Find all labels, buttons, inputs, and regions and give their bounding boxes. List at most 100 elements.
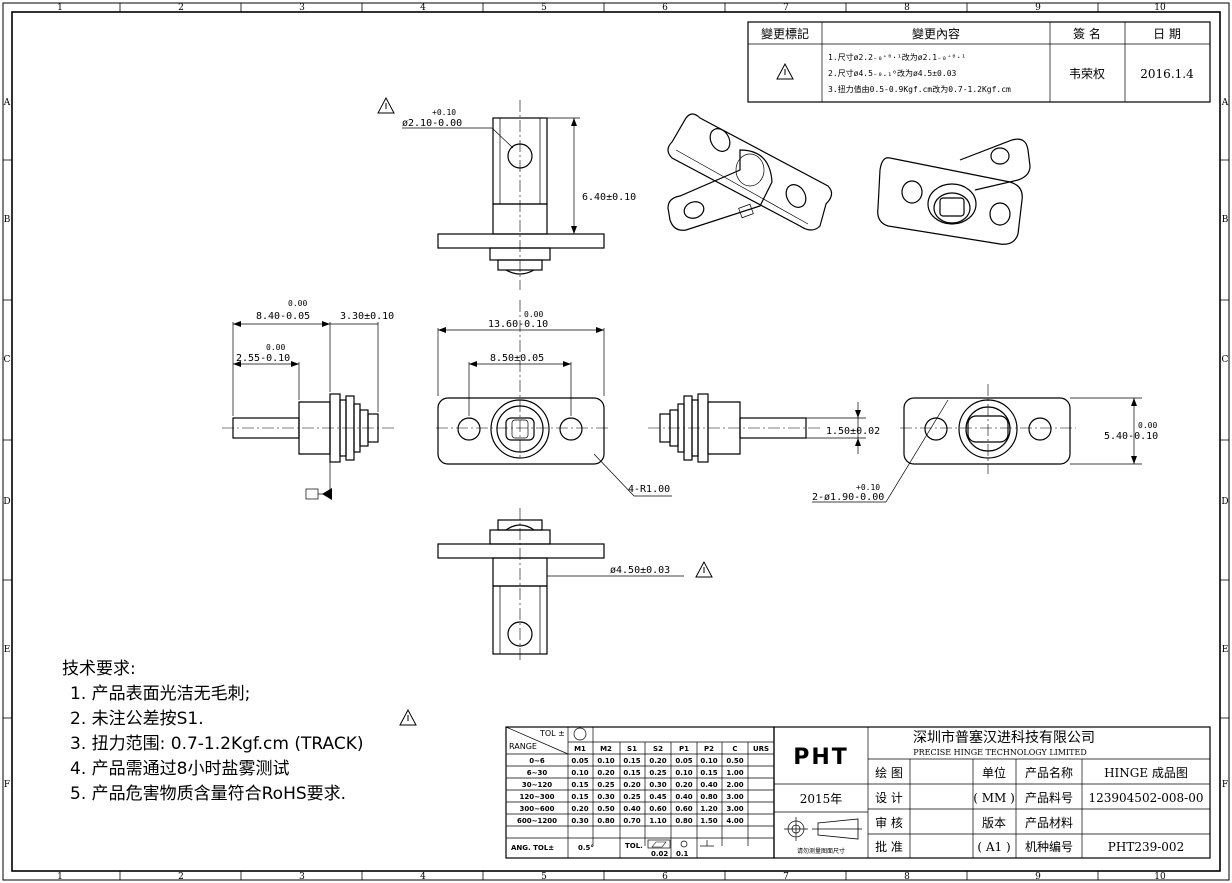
tol-cell: 1.10: [649, 817, 666, 825]
view-front: 0.00 13.60-0.10 8.50±0.05 4-R1.00: [436, 300, 672, 497]
tol-range: 600~1200: [517, 817, 557, 825]
tol-cell: 0.45: [649, 793, 666, 801]
zone-col-label: 2: [178, 3, 184, 13]
zone-row-label: B: [4, 215, 11, 225]
tol-cell: 0.25: [597, 781, 614, 789]
tol-cell: 0.15: [571, 793, 588, 801]
tol-header: C: [732, 745, 737, 753]
zone-row-label: E: [4, 645, 11, 655]
dim-8-40-tol: 0.00: [288, 299, 307, 308]
position-icon: [680, 840, 688, 848]
tol-range: 120~300: [519, 793, 554, 801]
label-version: 版本: [982, 816, 1006, 830]
dim-2-d1-90: 2-ø1.90-0.00: [812, 492, 884, 503]
zone-col-label: 1: [57, 3, 63, 13]
tol-corner-bottom: RANGE: [509, 742, 537, 751]
requirement-item: 1. 产品表面光洁无毛刺;: [70, 684, 250, 704]
label-product-name: 产品名称: [1025, 765, 1073, 780]
unit-value: ( MM ): [973, 791, 1015, 805]
tol-cell: 0.05: [571, 757, 588, 765]
dim-5-40-tol: 0.00: [1138, 421, 1157, 430]
title-block: PHT 2015年 请勿测量图面尺寸 深圳市普塞汉进科技有限公司 PRECISE…: [773, 726, 1211, 859]
dim-3-30: 3.30±0.10: [340, 311, 394, 322]
zone-col-label: 3: [299, 3, 305, 13]
tol-header: M2: [600, 745, 612, 753]
dim-4-r1-00: 4-R1.00: [628, 484, 670, 495]
label-draw: 绘 图: [875, 765, 903, 780]
dim-8-40: 8.40-0.05: [256, 311, 310, 322]
tol-cell: 0.40: [700, 781, 717, 789]
zone-row-label: F: [1222, 780, 1228, 790]
revision-triangle-icon: [776, 62, 794, 80]
tol-cell: 0.10: [675, 769, 692, 777]
label-unit: 单位: [982, 765, 1006, 780]
revision-line: 1.尺寸ø2.2₋₀⁺⁰·¹改为ø2.1₋₀⁺⁰·¹: [828, 52, 966, 62]
tol-cell: 0.20: [597, 769, 614, 777]
view-rear: 0.00 5.40-0.10 +0.10 2-ø1.90-0.00: [812, 384, 1158, 503]
view-bottom: ø4.50±0.03: [437, 508, 713, 660]
tol-cell: 2.00: [726, 781, 743, 789]
zone-col-label: 5: [541, 872, 547, 882]
zone-row-label: E: [1222, 645, 1229, 655]
tol-header: URS: [753, 745, 769, 753]
zone-col-label: 4: [420, 872, 426, 882]
product-name-value: HINGE 成品图: [1104, 766, 1188, 780]
zone-col-label: 2: [178, 872, 184, 882]
tol-ang-label: ANG. TOL±: [511, 844, 554, 852]
dim-1-50: 1.50±0.02: [826, 426, 880, 437]
tol-cell: 0.10: [597, 757, 614, 765]
tol-cell: 0.30: [649, 781, 666, 789]
tol-cell: 0.15: [571, 781, 588, 789]
tol-header: P2: [704, 745, 714, 753]
revision-triangle-icon: [695, 560, 713, 578]
zone-col-label: 7: [783, 872, 789, 882]
tol-cell: 0.15: [623, 769, 640, 777]
revision-header-date: 日 期: [1153, 27, 1181, 41]
zone-col-label: 8: [904, 3, 910, 13]
tol-cell: 0.60: [649, 805, 666, 813]
tol-cell: 0.30: [597, 793, 614, 801]
dim-d2-10-tol: +0.10: [432, 108, 456, 117]
tol-cell: 3.00: [726, 805, 743, 813]
label-material: 产品材料: [1025, 816, 1073, 830]
dim-2-d1-90-tol: +0.10: [856, 483, 880, 492]
revision-line: 3.扭力值由0.5-0.9Kgf.cm改为0.7-1.2Kgf.cm: [828, 84, 1011, 94]
zone-col-label: 1: [57, 872, 63, 882]
tol-cell: 0.80: [675, 817, 692, 825]
model-number-value: PHT239-002: [1108, 840, 1184, 854]
revision-signer: 韦荣权: [1069, 67, 1105, 81]
revision-line: 2.尺寸ø4.5₋₀.₁⁰改为ø4.5±0.03: [828, 68, 957, 78]
tol-cell: 0.05: [675, 757, 692, 765]
tol-cell: 1.20: [700, 805, 717, 813]
company-logo: PHT: [793, 745, 849, 770]
zone-columns: 1 2 3 4 5 6 7 8 9 10 1 2 3 4 5 6 7 8 9 1…: [57, 3, 1166, 882]
requirement-item: 3. 扭力范围: 0.7-1.2Kgf.cm (TRACK): [70, 734, 363, 754]
zone-col-label: 8: [904, 872, 910, 882]
zone-row-label: D: [1221, 497, 1228, 507]
flatness-icon: [651, 841, 667, 848]
tol-cell: 1.50: [700, 817, 717, 825]
technical-requirements: 技术要求: 1. 产品表面光洁无毛刺; 2. 未注公差按S1. 3. 扭力范围:…: [62, 659, 417, 804]
company-name-en: PRECISE HINGE TECHNOLOGY LIMITED: [913, 748, 1087, 757]
view-right-side: 1.50±0.02: [648, 393, 880, 463]
tol-header: P1: [679, 745, 689, 753]
dim-5-40: 5.40-0.10: [1104, 431, 1158, 442]
tol-cell: 0.10: [571, 769, 588, 777]
tol-cell: 0.70: [623, 817, 640, 825]
tol-cell: 0.20: [649, 757, 666, 765]
zone-row-label: C: [4, 355, 11, 365]
tol-cell: 4.00: [726, 817, 743, 825]
label-model-number: 机种编号: [1025, 839, 1073, 854]
tol-cell: 0.20: [571, 805, 588, 813]
tol-header: S2: [653, 745, 663, 753]
part-number-value: 123904502-008-00: [1089, 791, 1204, 805]
dim-d4-50: ø4.50±0.03: [610, 565, 670, 576]
view-top: 6.40±0.10 +0.10 ø2.10-0.00: [377, 96, 636, 290]
tol-header: M1: [574, 745, 586, 753]
tol-range: 6~30: [527, 769, 548, 777]
zone-col-label: 6: [662, 3, 668, 13]
requirement-item: 4. 产品需通过8小时盐雾测试: [70, 759, 289, 779]
zone-col-label: 5: [541, 3, 547, 13]
tol-cell: 0.10: [700, 757, 717, 765]
